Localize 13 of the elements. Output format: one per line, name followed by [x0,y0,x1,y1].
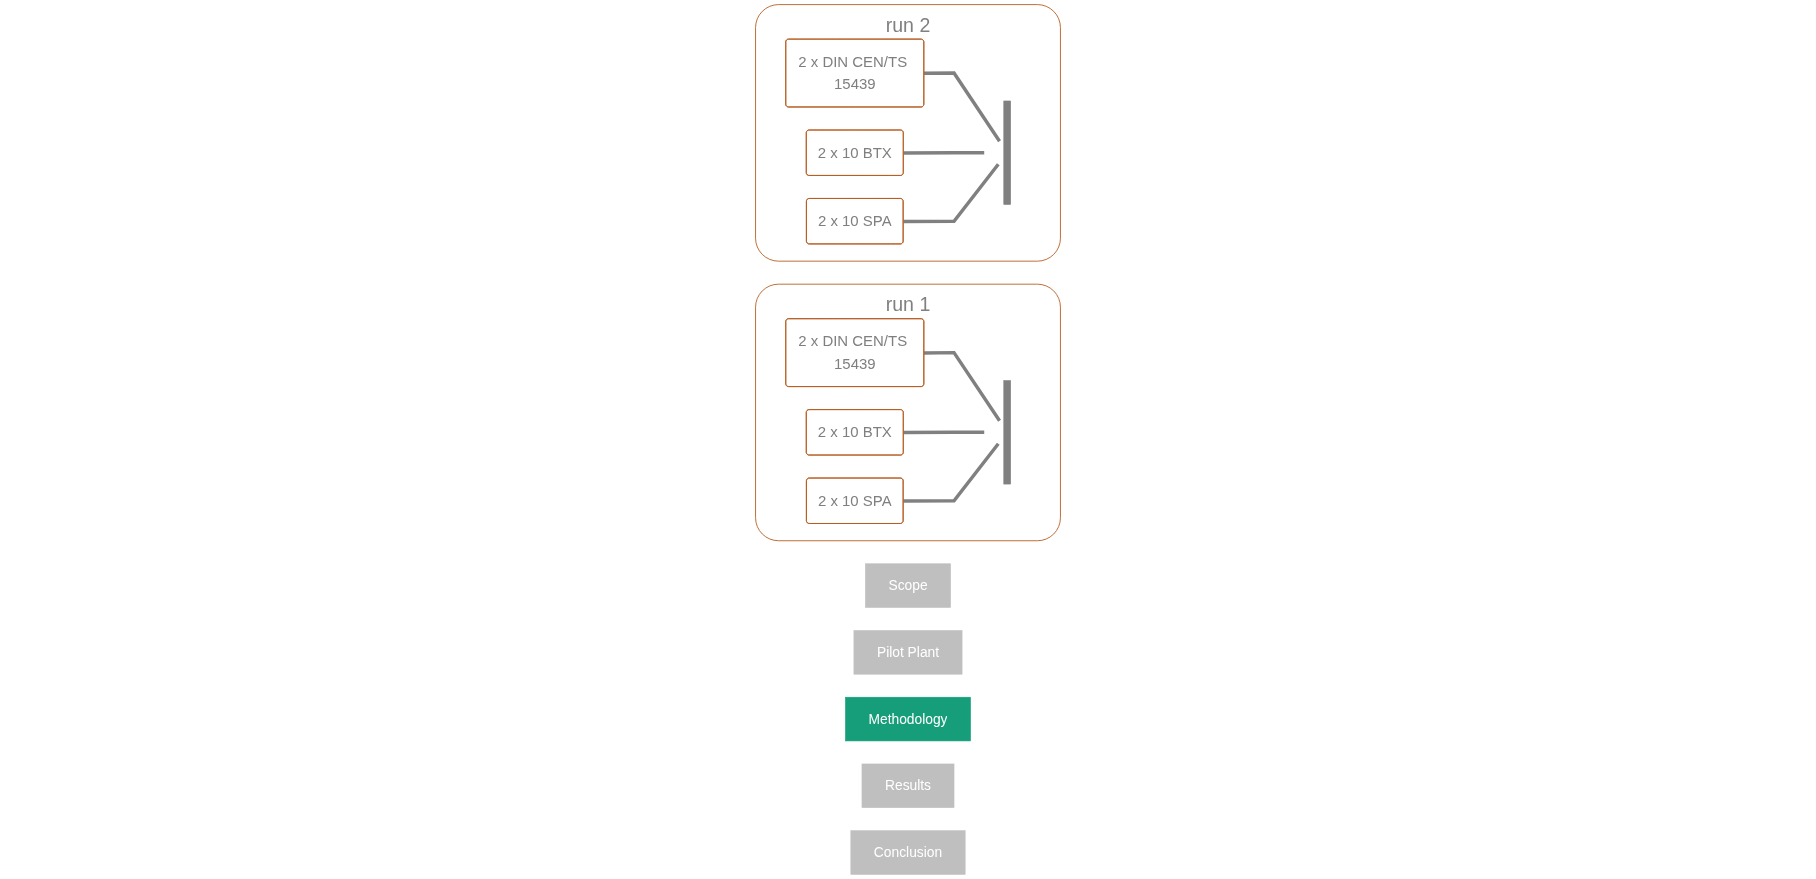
node-box: Scope [865,563,951,608]
node-box: Pilot Plant [853,630,963,675]
connector [903,163,1000,224]
node-bar [1003,380,1011,485]
connector [924,350,1001,422]
node-box: Conclusion [850,830,966,875]
node-box: Methodology [845,696,971,742]
connector [903,442,1000,503]
connector [903,430,985,435]
connector [924,71,1001,143]
node-bar [1003,100,1011,205]
connector [903,151,985,155]
node-box: Results [861,763,955,808]
